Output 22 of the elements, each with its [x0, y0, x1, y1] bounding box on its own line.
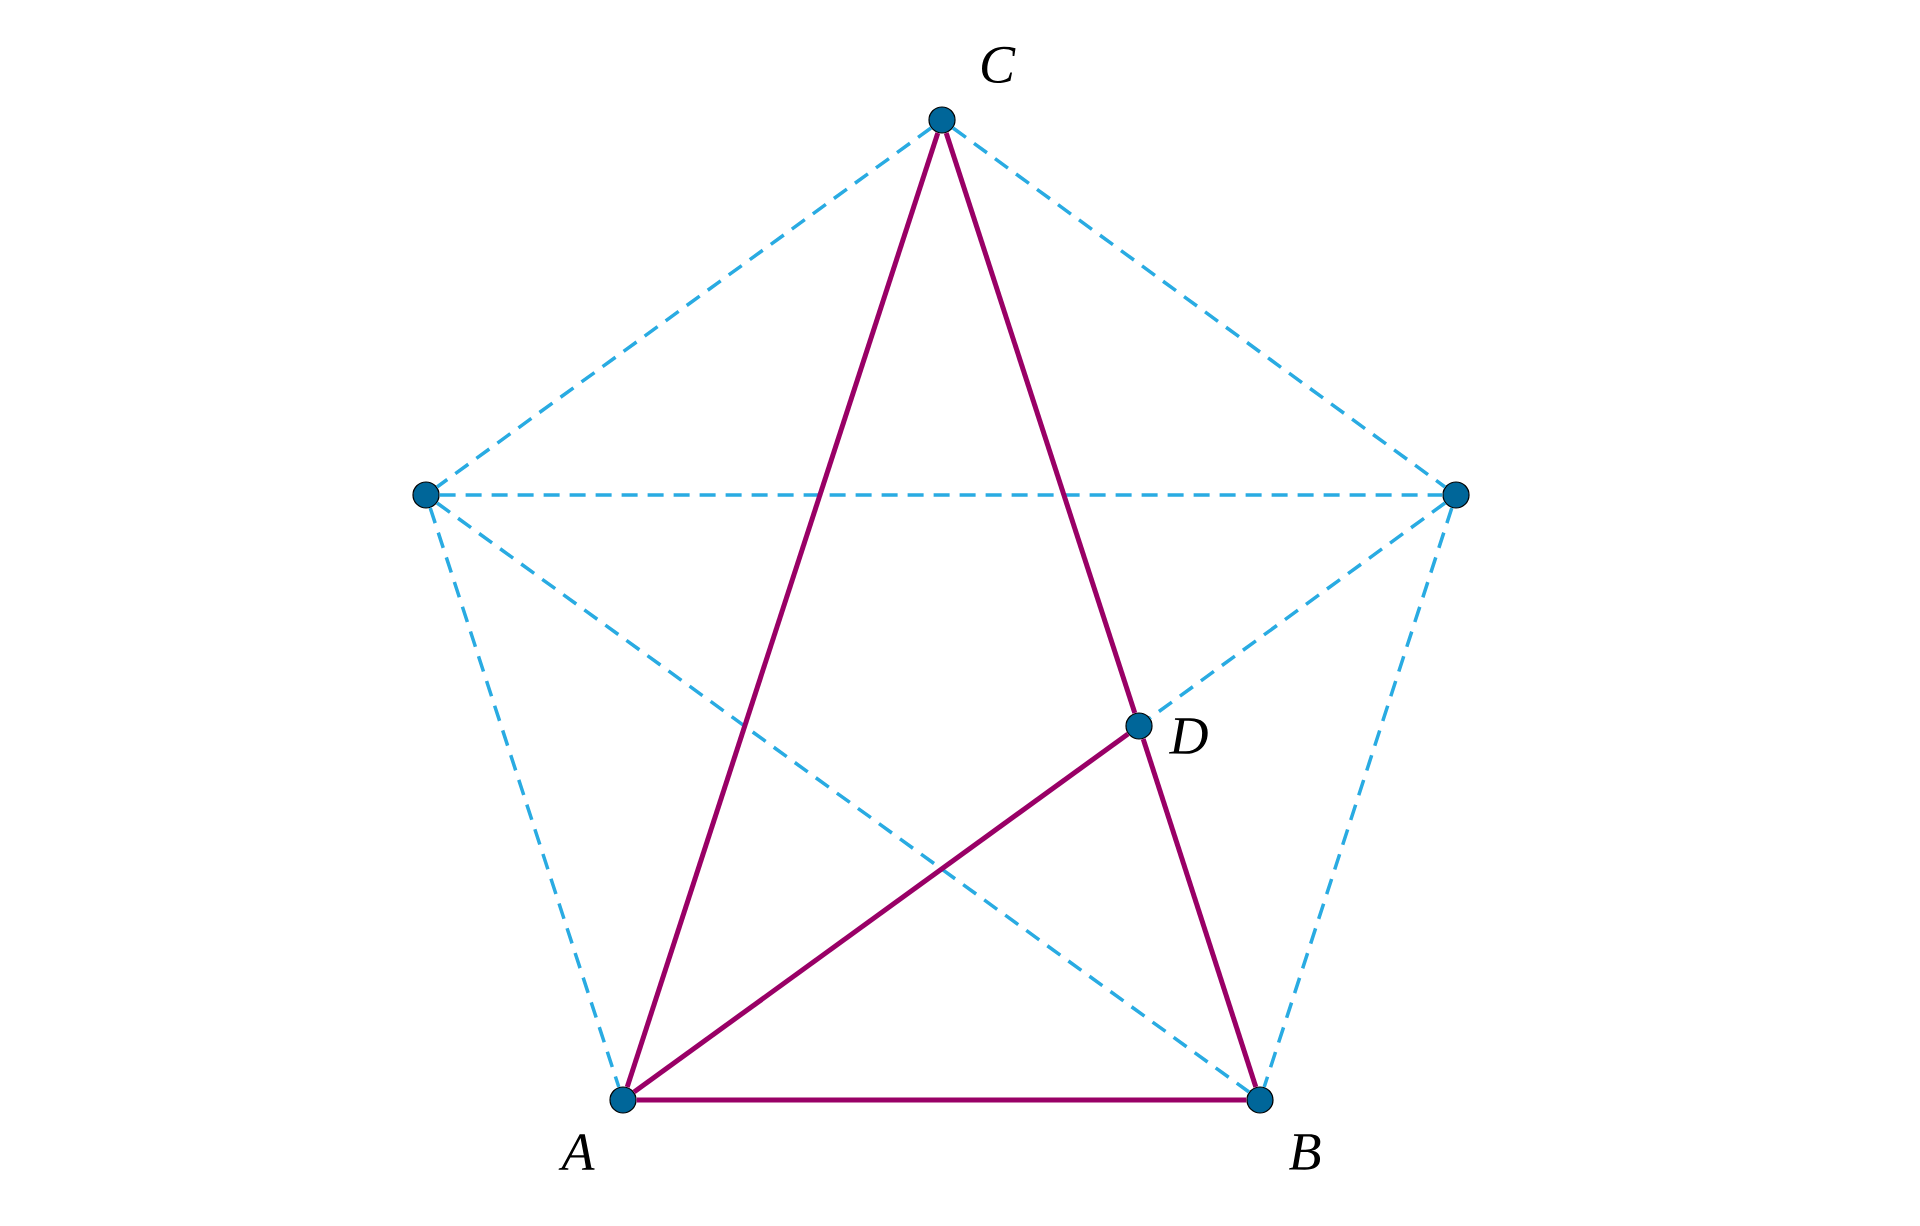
- point: [412, 481, 440, 509]
- point-label: C: [982, 46, 1016, 84]
- point-label: A: [558, 1134, 595, 1170]
- point: [1125, 712, 1153, 740]
- line-segment: [943, 132, 1138, 714]
- line-segment: [624, 132, 941, 1088]
- line-segment: [428, 507, 621, 1088]
- point-label: D: [1168, 718, 1208, 754]
- line-segment: [636, 1097, 1247, 1103]
- point-label: B: [1289, 1134, 1321, 1170]
- line-segment: [1140, 738, 1259, 1088]
- line-segment: [436, 126, 933, 489]
- line-segment: [632, 731, 1130, 1095]
- line-segment: [1262, 507, 1454, 1088]
- line-segment: [439, 493, 1443, 497]
- point: [609, 1086, 637, 1114]
- point: [1246, 1086, 1274, 1114]
- line-segment: [1148, 501, 1447, 720]
- point: [1442, 481, 1470, 509]
- point: [928, 106, 956, 134]
- line-segment: [951, 126, 1447, 489]
- line-segment: [436, 501, 1251, 1094]
